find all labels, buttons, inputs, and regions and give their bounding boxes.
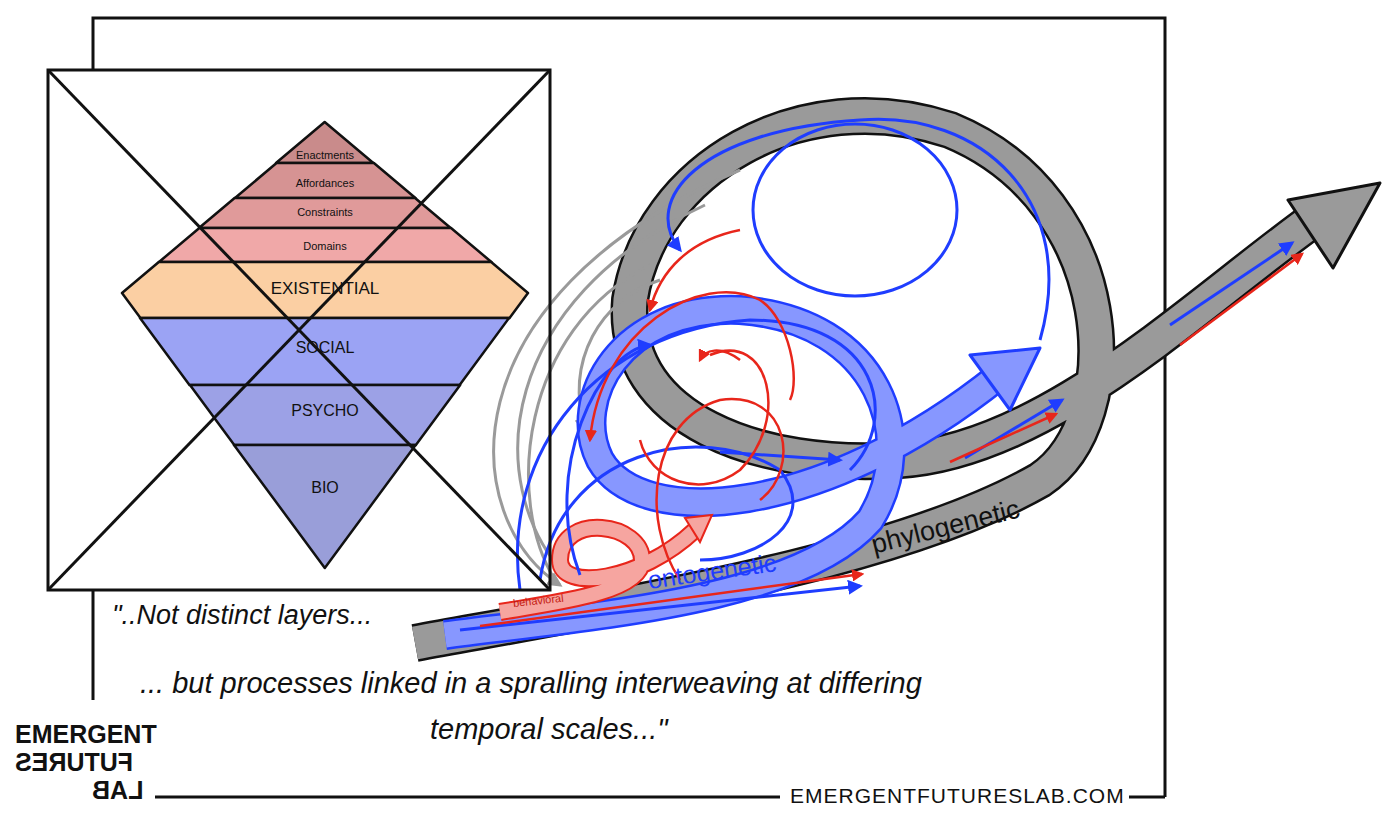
cross-out-line [48, 70, 550, 590]
layer-name: SOCIAL [140, 340, 509, 356]
diamond-band: BIO [234, 445, 416, 568]
band-outline [235, 163, 415, 198]
layer-name: Constraints [199, 207, 451, 218]
behavioral-ribbon [500, 528, 695, 612]
crossed-box-border [48, 70, 550, 590]
diamond-band: Affordances [235, 163, 415, 198]
band-shape [234, 445, 416, 568]
logo-text: EMERGENT [15, 722, 157, 747]
layer-name: BIO [234, 480, 416, 496]
diamond-band: EXISTENTIAL [122, 262, 528, 318]
quote-text: ... but processes linked in a spralling … [140, 660, 1030, 753]
layer-name: Domains [159, 241, 491, 252]
frame-line [1110, 796, 1165, 799]
ontogenetic-ribbon [445, 310, 1000, 635]
red-flow-line [700, 351, 740, 360]
diamond-band: Domains [159, 228, 491, 262]
layer-name: EXISTENTIAL [122, 280, 528, 297]
band-outline [140, 318, 509, 385]
cross-out-line [48, 70, 550, 590]
logo-text: LAB [92, 778, 143, 803]
band-outline [122, 262, 528, 318]
website-url: EMERGENTFUTURESLAB.COM [786, 784, 1129, 808]
red-flow-line [650, 230, 740, 310]
red-flow-line [480, 574, 862, 626]
diamond-band: SOCIAL [140, 318, 509, 385]
blue-flow-line [1170, 243, 1292, 325]
red-flow-line [1180, 254, 1302, 345]
behavioral-arrowhead [685, 515, 712, 542]
red-flow-line [590, 292, 794, 440]
ontogenetic-arrowhead [970, 348, 1040, 410]
band-outline [276, 122, 373, 163]
layer-name: PSYCHO [190, 403, 460, 419]
layer-name: Enactments [276, 150, 373, 161]
quote-text: "..Not distinct layers... [112, 600, 372, 631]
band-outline [190, 385, 460, 445]
blue-flow-line [517, 320, 875, 590]
band-outline [159, 228, 491, 262]
blue-flow-line [567, 345, 650, 575]
band-outline [199, 198, 451, 228]
blue-flow-line [460, 586, 860, 630]
blue-flow-line [668, 119, 1049, 340]
band-outline [234, 445, 416, 568]
ontogenetic-ribbon-outline [445, 310, 1000, 635]
phylogenetic-ribbon-outline [415, 116, 1320, 643]
crossed-box-fill [48, 70, 550, 590]
phylogenetic-ribbon [415, 116, 1320, 643]
red-flow-line [950, 414, 1056, 462]
behavioral-ribbon-outline [500, 528, 695, 612]
diamond-band: PSYCHO [190, 385, 460, 445]
blue-flow-line [720, 452, 840, 460]
blue-flow-line [540, 447, 793, 580]
diamond-band: Enactments [276, 122, 373, 163]
diamond-band: Constraints [199, 198, 451, 228]
logo-text: FUTURES [15, 750, 133, 775]
frame-line [155, 796, 780, 799]
layer-name: Affordances [235, 178, 415, 189]
red-flow-line [640, 351, 768, 485]
blue-flow-loop [753, 124, 957, 296]
